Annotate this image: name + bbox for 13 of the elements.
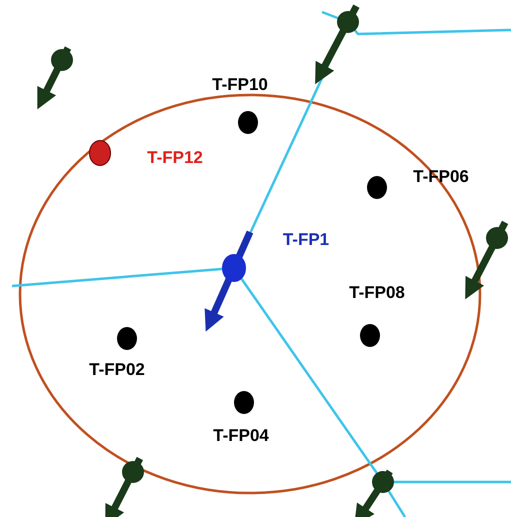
station-dot	[234, 390, 254, 414]
station-dot	[89, 140, 111, 166]
station-label: T-FP12	[147, 148, 203, 168]
station-dot	[360, 324, 380, 346]
station-dot	[238, 110, 258, 134]
station-dot	[222, 254, 246, 282]
station-label: T-FP10	[212, 75, 268, 95]
station-dot	[117, 326, 137, 350]
station-dot	[367, 176, 387, 198]
station-label: T-FP02	[89, 360, 145, 380]
station-label: T-FP04	[213, 426, 269, 446]
station-label: T-FP1	[282, 230, 330, 250]
station-label: T-FP08	[349, 283, 405, 303]
